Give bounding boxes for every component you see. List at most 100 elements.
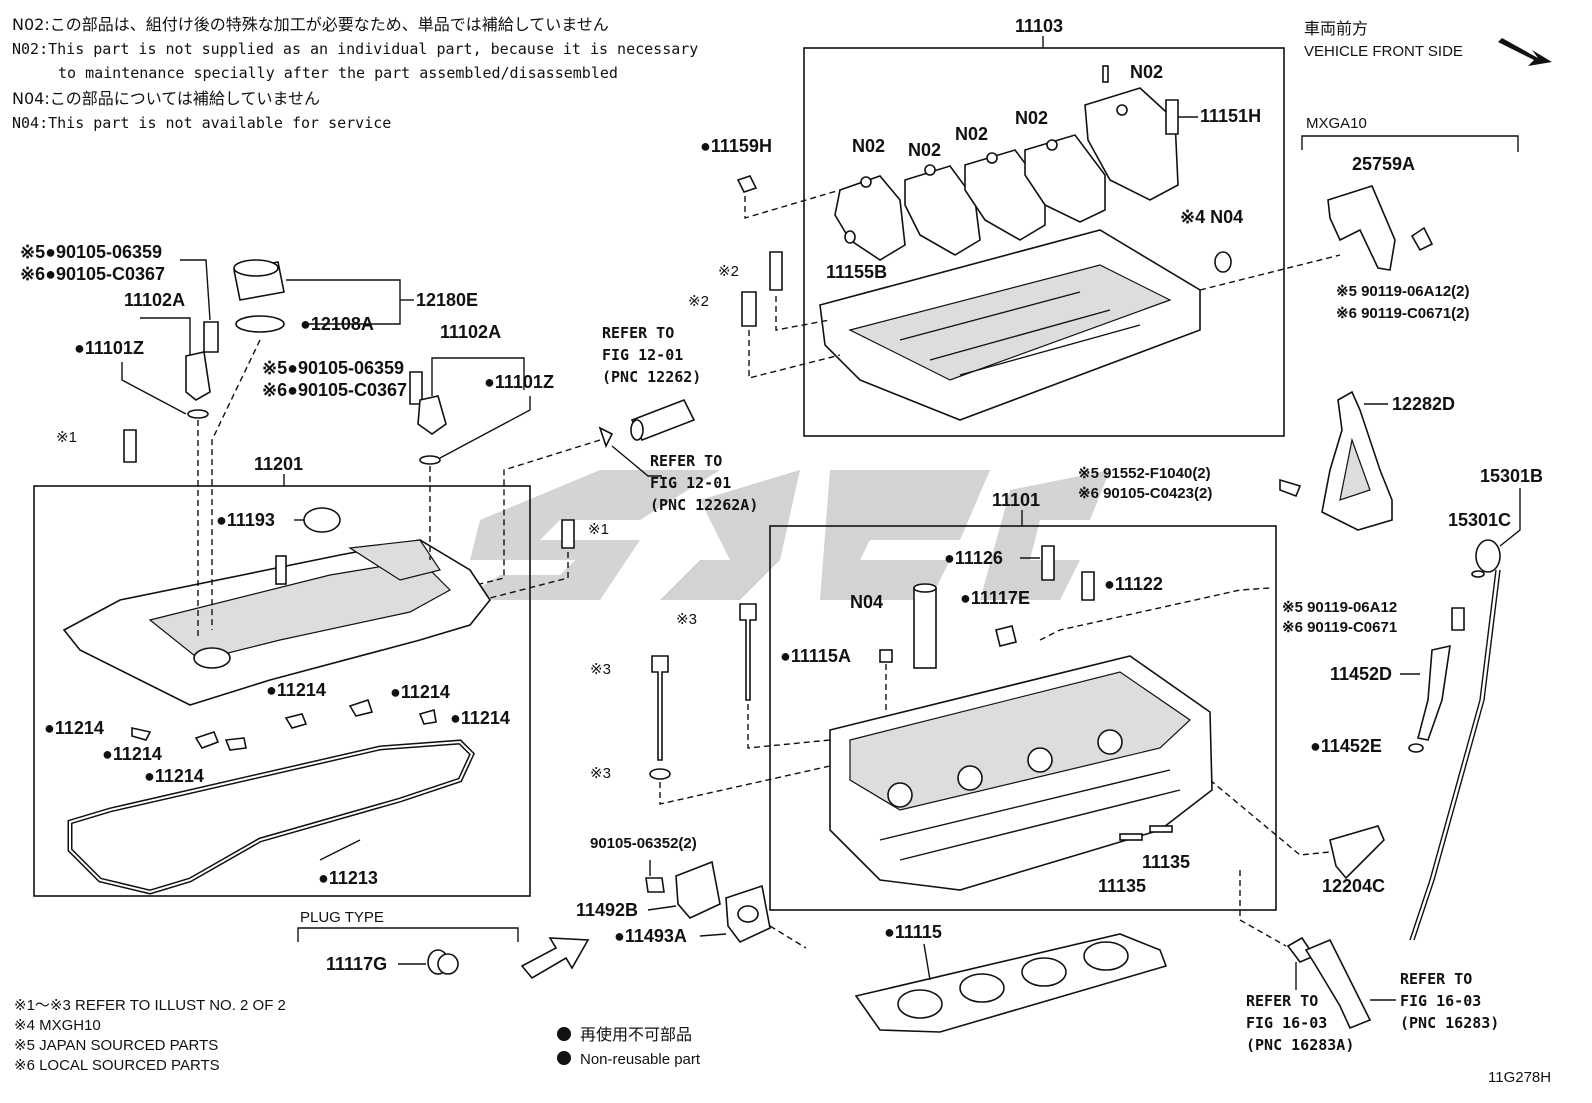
pin-11135-b-icon bbox=[1149, 825, 1173, 833]
cap-11193-icon bbox=[303, 507, 341, 533]
label-x1-b: ※1 bbox=[588, 521, 609, 538]
dipstick-rod bbox=[1409, 569, 1497, 941]
bracket-25759a-icon bbox=[1327, 185, 1396, 271]
ref3-pnc: (PNC 16283A) bbox=[1246, 1036, 1354, 1054]
label-90119-06a12-2: ※5 90119-06A12(2) bbox=[1336, 283, 1470, 300]
label-90105-06359-b: ※5●90105-06359 bbox=[262, 358, 404, 378]
label-11122: ●11122 bbox=[1104, 574, 1163, 594]
footer-note-1: ※1～※3 REFER TO ILLUST NO. 2 OF 2 bbox=[14, 997, 286, 1014]
label-n02-1: N02 bbox=[852, 136, 885, 156]
ref2-pnc: (PNC 12262A) bbox=[650, 496, 758, 514]
label-11452d: 11452D bbox=[1330, 664, 1392, 684]
arrow-front-icon bbox=[1498, 38, 1552, 66]
seal-11214-icons bbox=[131, 698, 437, 751]
label-11214-5: ●11214 bbox=[102, 744, 162, 764]
oring-15301c-icon bbox=[1471, 570, 1485, 578]
bolt-x3a-icon bbox=[739, 603, 757, 701]
ref4-pnc: (PNC 16283) bbox=[1400, 1014, 1499, 1032]
label-n02-3: N02 bbox=[955, 124, 988, 144]
pin-11122-icon bbox=[1081, 571, 1095, 601]
label-11492b: 11492B bbox=[576, 900, 638, 920]
oring-11101z-b-icon bbox=[419, 455, 441, 465]
pcv-12204c-icon bbox=[1329, 825, 1385, 880]
bolt-90105-a-icon bbox=[203, 321, 219, 353]
box-cam-housing bbox=[803, 47, 1285, 437]
label-11102a-a: 11102A bbox=[124, 290, 185, 310]
footer-note-2: ※4 MXGH10 bbox=[14, 1017, 101, 1034]
head-cover-body bbox=[62, 539, 491, 706]
box-head-cover bbox=[33, 485, 531, 897]
label-90105-06359-a: ※5●90105-06359 bbox=[20, 242, 162, 262]
footer-note-3: ※5 JAPAN SOURCED PARTS bbox=[14, 1037, 218, 1054]
pin-11115a-icon bbox=[879, 649, 893, 663]
label-11155b: 11155B bbox=[826, 262, 887, 282]
label-11101z-b: ●11101Z bbox=[484, 372, 554, 392]
label-90105-c0423: ※6 90105-C0423(2) bbox=[1078, 485, 1212, 502]
label-12180e: 12180E bbox=[416, 290, 478, 310]
label-11201: 11201 bbox=[254, 454, 303, 474]
label-90119-06a12: ※5 90119-06A12 bbox=[1282, 599, 1397, 616]
bolt-x2b-icon bbox=[741, 291, 757, 327]
sensor-11102a-b-icon bbox=[417, 395, 447, 435]
arrow-view-icon bbox=[520, 937, 590, 980]
ref2-title: REFER TO bbox=[650, 452, 722, 470]
bolt-90119-single-icon bbox=[1451, 607, 1465, 631]
label-11101z-a: ●11101Z bbox=[74, 338, 144, 358]
label-11493a: ●11493A bbox=[614, 926, 687, 946]
label-n02-4: N02 bbox=[1015, 108, 1048, 128]
watermark bbox=[460, 470, 1110, 600]
ref1-fig: FIG 12-01 bbox=[602, 346, 683, 364]
label-90105-c0367-a: ※6●90105-C0367 bbox=[20, 264, 165, 284]
label-25759a: 25759A bbox=[1352, 154, 1415, 174]
note-n04-jp: N04:この部品については補給していません bbox=[12, 89, 320, 108]
plug-type-part: 11117G bbox=[326, 954, 387, 974]
label-11214-1: ●11214 bbox=[266, 680, 326, 700]
label-11135-a: 11135 bbox=[1098, 876, 1146, 896]
pin-11135-a-icon bbox=[1119, 833, 1143, 841]
pin-11126-icon bbox=[1041, 545, 1055, 581]
label-11213: ●11213 bbox=[318, 868, 378, 888]
label-11103: 11103 bbox=[1015, 16, 1063, 36]
plug-type-title: PLUG TYPE bbox=[300, 909, 384, 926]
cam-cap-parts bbox=[834, 87, 1179, 261]
label-11214-2: ●11214 bbox=[390, 682, 450, 702]
label-12282d: 12282D bbox=[1392, 394, 1455, 414]
label-90105-06352: 90105-06352(2) bbox=[590, 835, 697, 852]
oring-11101z-a-icon bbox=[187, 409, 209, 419]
ref1-title: REFER TO bbox=[602, 324, 674, 342]
label-x2-a: ※2 bbox=[718, 263, 739, 280]
label-11117e: ●11117E bbox=[960, 588, 1030, 608]
label-11126: ●11126 bbox=[944, 548, 1003, 568]
bolt-90105-06352-icon bbox=[645, 877, 665, 893]
box-cylinder-head bbox=[769, 525, 1277, 911]
label-x3-c: ※3 bbox=[590, 765, 611, 782]
legend-en: Non-reusable part bbox=[580, 1051, 701, 1068]
note-n02-jp: N02:この部品は、組付け後の特殊な加工が必要なため、単品では補給していません bbox=[12, 15, 609, 34]
note-n04-en: N04:This part is not available for servi… bbox=[12, 114, 391, 132]
label-11101: 11101 bbox=[992, 490, 1040, 510]
ref4-title: REFER TO bbox=[1400, 970, 1472, 988]
bolt-90119-icon bbox=[1410, 226, 1434, 252]
label-11102a-b: 11102A bbox=[440, 322, 501, 342]
label-12204c: 12204C bbox=[1322, 876, 1385, 896]
label-91552-f1040: ※5 91552-F1040(2) bbox=[1078, 465, 1211, 482]
legend-jp: 再使用不可部品 bbox=[580, 1025, 692, 1044]
label-11214-3: ●11214 bbox=[44, 718, 104, 738]
watermark-c-shape bbox=[980, 470, 1110, 600]
label-n04: N04 bbox=[850, 592, 883, 612]
cam-housing-body bbox=[819, 229, 1201, 421]
label-15301b: 15301B bbox=[1480, 466, 1543, 486]
label-90119-c0671: ※6 90119-C0671 bbox=[1282, 619, 1397, 636]
footer-note-4: ※6 LOCAL SOURCED PARTS bbox=[14, 1057, 220, 1074]
legend-dot-en-icon bbox=[557, 1051, 571, 1065]
label-11214-6: ●11214 bbox=[144, 766, 204, 786]
label-mxga10: MXGA10 bbox=[1306, 115, 1367, 132]
ref3-title: REFER TO bbox=[1246, 992, 1318, 1010]
watermark-9-shape bbox=[820, 470, 990, 600]
label-x3-a: ※3 bbox=[676, 611, 697, 628]
vehicle-front-jp: 車両前方 bbox=[1304, 19, 1368, 38]
vehicle-front-en: VEHICLE FRONT SIDE bbox=[1304, 43, 1463, 60]
watermark-s-shape bbox=[460, 470, 720, 600]
label-11452e: ●11452E bbox=[1310, 736, 1382, 756]
